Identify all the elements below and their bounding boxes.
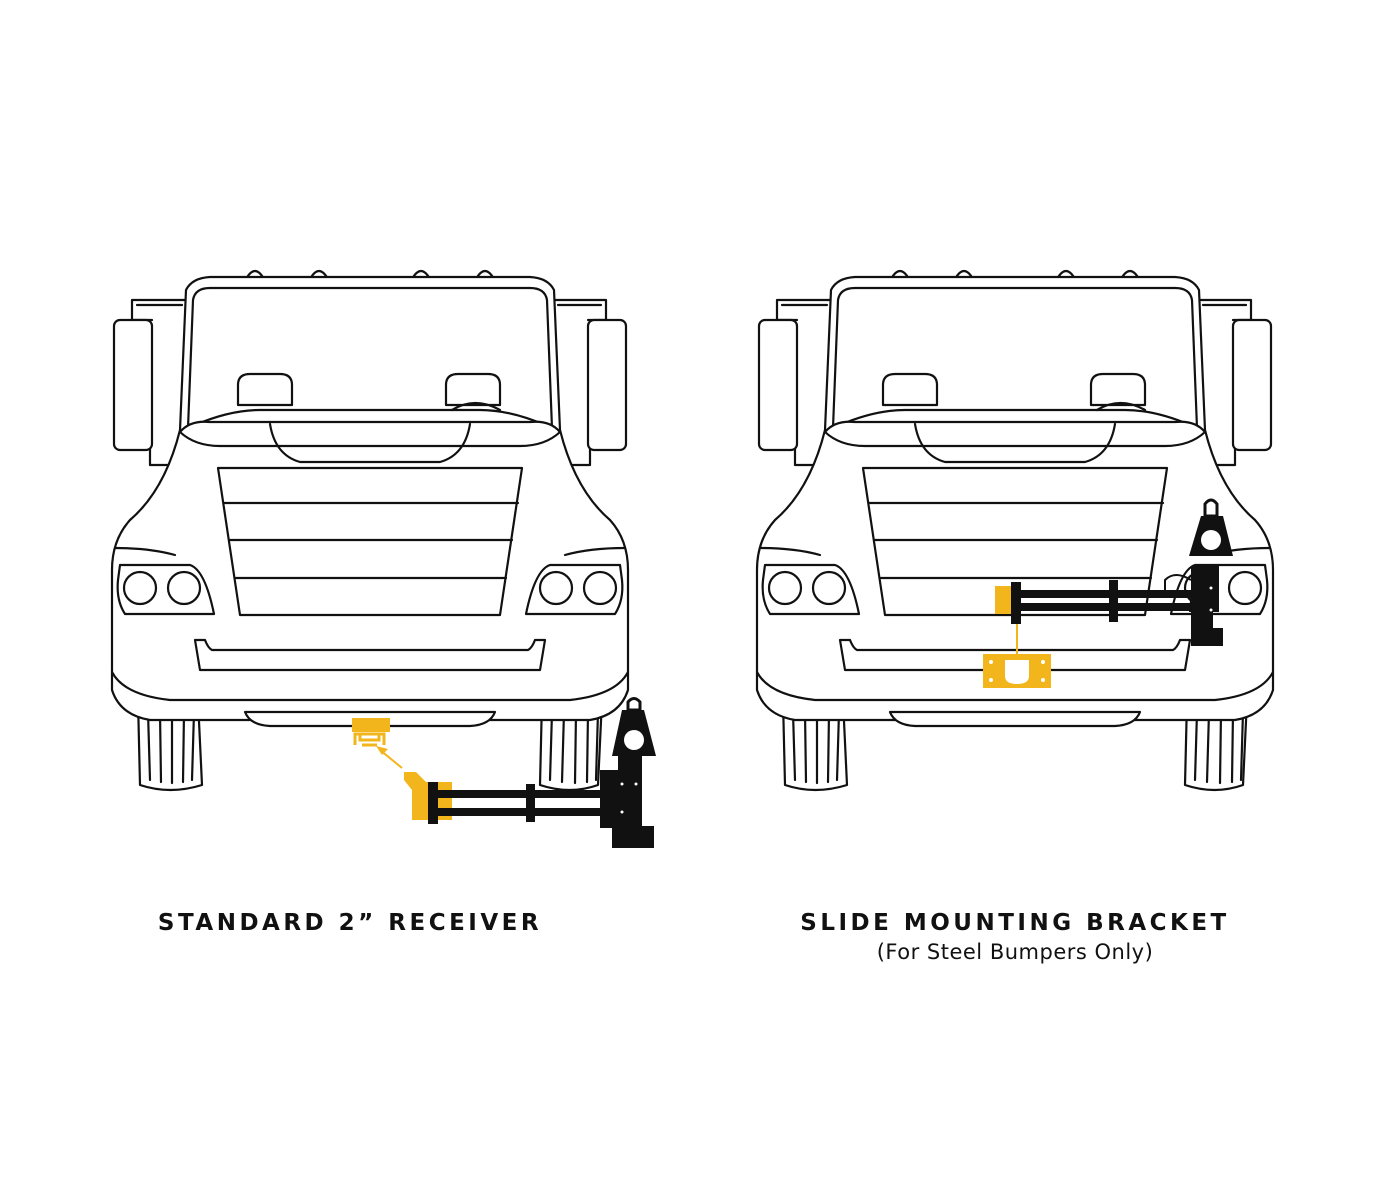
swing-arm-assembly [995, 498, 1233, 646]
caption-left: STANDARD 2” RECEIVER [0, 910, 700, 936]
truck-diagram-right [755, 269, 1275, 792]
caption-right: SLIDE MOUNTING BRACKET (For Steel Bumper… [665, 910, 1365, 964]
truck-front-outline [110, 269, 630, 792]
truck-front-outline [755, 269, 1275, 792]
caption-subtitle-right: (For Steel Bumpers Only) [876, 940, 1154, 964]
caption-title-right: SLIDE MOUNTING BRACKET [800, 910, 1230, 936]
panel-slide-mounting-bracket: SLIDE MOUNTING BRACKET (For Steel Bumper… [645, 0, 1345, 1200]
insert-arrow [376, 746, 403, 769]
panel-standard-receiver: STANDARD 2” RECEIVER [0, 269, 700, 936]
hitch-receiver [352, 718, 390, 747]
slide-mounting-plate [983, 654, 1051, 688]
caption-title-left: STANDARD 2” RECEIVER [157, 910, 543, 936]
swing-arm-assembly [404, 697, 656, 848]
truck-diagram-left [110, 269, 656, 848]
